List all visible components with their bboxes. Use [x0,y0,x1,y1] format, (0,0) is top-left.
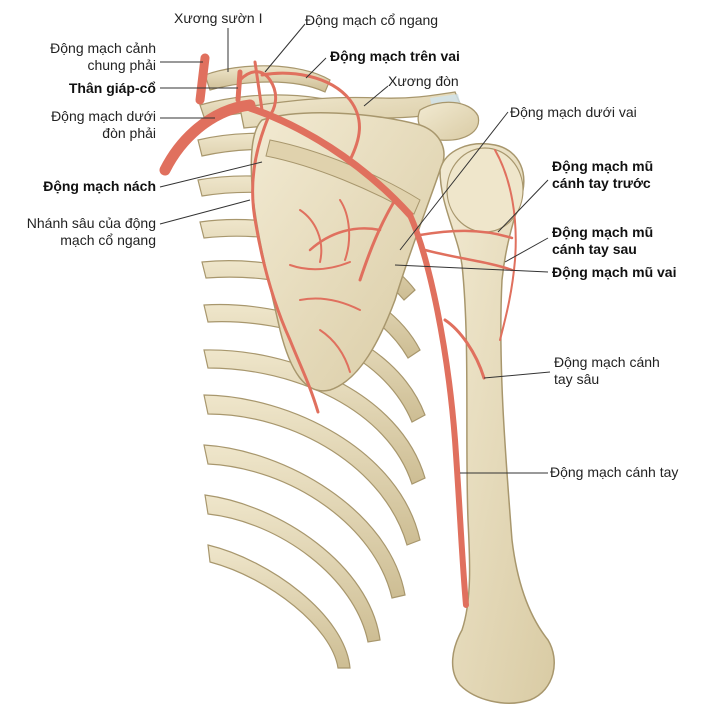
rib-10 [203,444,406,599]
leader-dm-mu-canh-tay-sau [504,237,549,263]
label-dm-duoi-don-phai: Động mạch dưới đòn phải [16,108,156,142]
label-dm-canh-chung-phai: Động mạch cảnh chung phải [16,40,156,74]
scapular-network-1 [299,209,323,263]
scapular-network-2 [339,199,351,261]
scapular-spine [265,139,421,215]
posterior-circumflex-humeral-artery [423,248,514,272]
leader-dm-nach [159,161,263,188]
label-dm-duoi-don-phai-line2: đòn phải [102,125,156,141]
label-dm-canh-chung-phai-line1: Động mạch cảnh [50,40,156,56]
humeral-branches [494,149,517,341]
leader-nhanh-sau [159,199,251,225]
label-dm-canh-tay-sau: Động mạch cánh tay sâu [554,354,660,388]
label-dm-nach: Động mạch nách [43,178,156,194]
label-nhanh-sau-dm-co-ngang: Nhánh sâu của động mạch cổ ngang [8,215,156,249]
thyrocervical-trunk [235,69,243,103]
label-dm-mu-canh-tay-sau: Động mạch mũ cánh tay sau [552,224,653,258]
leader-xuong-don [363,85,389,107]
label-nhanh-sau-line2: mạch cổ ngang [60,232,156,248]
deep-brachial-artery [443,318,486,380]
leader-dm-mu-canh-tay-truoc [497,179,549,233]
label-dm-canh-tay-sau-line1: Động mạch cánh [554,354,660,370]
leader-dm-duoi-vai [399,111,509,251]
leader-dm-co-ngang [264,23,306,73]
brachial-artery [407,212,469,608]
label-dm-mu-canh-tay-sau-line2: cánh tay sau [552,241,637,257]
circumflex-scapular-artery [308,227,382,252]
label-dm-duoi-don-phai-line1: Động mạch dưới [51,108,156,124]
transverse-cervical-artery [238,70,278,120]
label-xuong-suon-1: Xương sườn I [174,10,263,26]
humeral-head [446,147,524,233]
axillary-artery [246,104,414,219]
label-xuong-don: Xương đòn [388,73,459,89]
anterior-circumflex-humeral-artery [418,229,514,240]
leader-dm-tren-vai [305,57,327,79]
transverse-cervical-artery-2 [253,60,264,112]
label-dm-canh-tay: Động mạch cánh tay [550,464,679,480]
label-dm-canh-chung-phai-line2: chung phải [87,57,156,73]
rib-9 [203,394,421,546]
deep-branch-transverse-cervical [251,116,320,414]
label-dm-tren-vai: Động mạch trên vai [330,48,460,64]
right-subclavian-artery [159,99,256,176]
label-nhanh-sau-line1: Nhánh sâu của động [26,215,156,231]
scapular-network-5 [319,329,351,373]
label-dm-mu-canh-tay-truoc: Động mạch mũ cánh tay trước [552,158,653,192]
scapular-network-4 [299,297,361,311]
scapular-network-3 [289,261,351,271]
label-than-giap-co: Thân giáp-cổ [68,80,156,96]
subscapular-artery [358,198,397,282]
label-dm-canh-tay-sau-line2: tay sâu [554,371,600,387]
label-dm-mu-vai: Động mạch mũ vai [552,264,677,280]
label-dm-mu-canh-tay-truoc-line2: cánh tay trước [552,175,651,191]
leader-dm-mu-vai [394,264,549,273]
label-dm-mu-canh-tay-sau-line1: Động mạch mũ [552,224,654,240]
leader-dm-canh-tay-sau [483,371,551,379]
right-common-carotid-artery [195,53,210,105]
rib-12 [207,544,351,669]
arteries [159,53,517,608]
label-dm-duoi-vai: Động mạch dưới vai [510,104,637,120]
leader-lines [159,23,551,474]
label-dm-mu-canh-tay-truoc-line1: Động mạch mũ [552,158,654,174]
rib-11 [204,494,381,643]
label-dm-co-ngang: Động mạch cổ ngang [305,12,439,28]
suprascapular-artery [260,71,361,162]
